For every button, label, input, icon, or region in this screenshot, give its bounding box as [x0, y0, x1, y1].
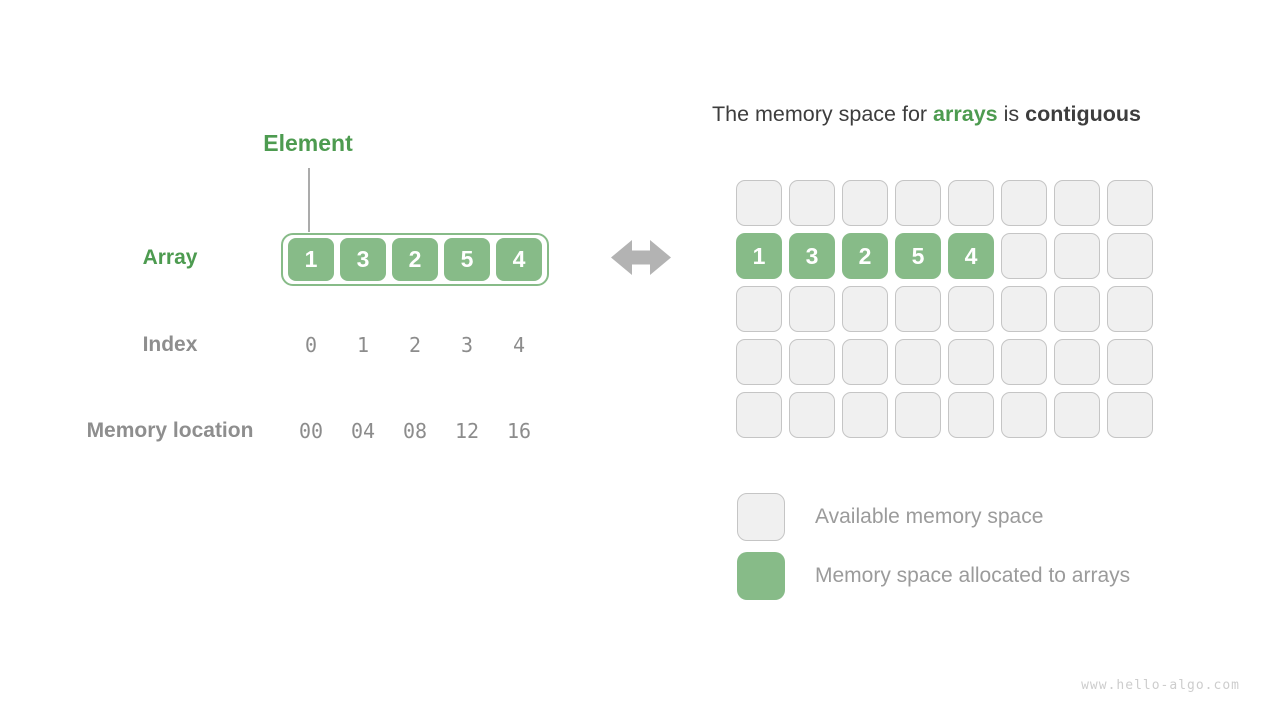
- memory-cell-available: [1054, 286, 1100, 332]
- element-label: Element: [263, 130, 353, 156]
- title-part-arrays: arrays: [933, 102, 998, 126]
- memory-cell-available: [1054, 392, 1100, 438]
- memory-cell-available: [736, 339, 782, 385]
- legend-label: Memory space allocated to arrays: [815, 564, 1131, 587]
- memory-cell-available: [895, 339, 941, 385]
- memory-cell-available: [895, 180, 941, 226]
- array-element-cell: 5: [444, 238, 490, 281]
- memory-cell-available: [1054, 180, 1100, 226]
- memory-cell-available: [948, 392, 994, 438]
- memory-cell-available: [895, 392, 941, 438]
- memory-location-value: 00: [298, 419, 324, 443]
- memory-cell-available: [1054, 233, 1100, 279]
- memory-cell-available: [736, 286, 782, 332]
- legend-label: Available memory space: [815, 505, 1044, 528]
- title-part: The memory space for: [712, 102, 934, 126]
- memory-cell-available: [789, 339, 835, 385]
- memory-cell-available: [1107, 392, 1153, 438]
- index-value: 1: [356, 333, 370, 357]
- memory-location-value: 04: [350, 419, 376, 443]
- index-value: 0: [304, 333, 318, 357]
- element-pointer-line: [308, 168, 310, 232]
- legend: Available memory space Memory space allo…: [737, 493, 1130, 600]
- array-element-cell: 1: [288, 238, 334, 281]
- memory-title: The memory space for arrays is contiguou…: [712, 102, 1141, 127]
- memory-cell-available: [736, 392, 782, 438]
- available-memory-swatch: [737, 493, 785, 541]
- memory-cell-available: [1107, 180, 1153, 226]
- index-value: 3: [460, 333, 474, 357]
- memory-cell-available: [842, 286, 888, 332]
- title-part: is: [997, 102, 1026, 126]
- memory-cell-available: [1107, 339, 1153, 385]
- index-values-row: 0 1 2 3 4: [288, 333, 542, 357]
- memory-cell-available: [948, 286, 994, 332]
- memory-cell-allocated: 3: [789, 233, 835, 279]
- memory-cell-available: [1054, 339, 1100, 385]
- double-headed-arrow-icon: [611, 240, 671, 275]
- memory-cell-available: [842, 392, 888, 438]
- array-element-cell: 4: [496, 238, 542, 281]
- memory-cell-available: [1001, 339, 1047, 385]
- memory-location-values-row: 00 04 08 12 16: [288, 419, 542, 443]
- memory-location-value: 12: [454, 419, 480, 443]
- memory-cell-allocated: 1: [736, 233, 782, 279]
- memory-cell-available: [842, 339, 888, 385]
- title-part-contiguous: contiguous: [1025, 102, 1141, 126]
- index-label: Index: [142, 333, 198, 356]
- memory-cell-allocated: 5: [895, 233, 941, 279]
- memory-cell-available: [1001, 233, 1047, 279]
- index-value: 4: [512, 333, 526, 357]
- memory-cell-allocated: 2: [842, 233, 888, 279]
- legend-item-available: Available memory space: [737, 493, 1130, 541]
- array-element-cell: 3: [340, 238, 386, 281]
- index-value: 2: [408, 333, 422, 357]
- memory-cell-available: [895, 286, 941, 332]
- watermark: www.hello-algo.com: [1081, 678, 1240, 693]
- memory-cell-available: [736, 180, 782, 226]
- memory-cell-available: [948, 180, 994, 226]
- memory-cell-available: [842, 180, 888, 226]
- memory-cell-allocated: 4: [948, 233, 994, 279]
- memory-cell-available: [1107, 286, 1153, 332]
- memory-cell-available: [948, 339, 994, 385]
- memory-location-value: 16: [506, 419, 532, 443]
- memory-cell-available: [1001, 286, 1047, 332]
- memory-cell-available: [1001, 392, 1047, 438]
- memory-cell-available: [789, 392, 835, 438]
- memory-cell-available: [1001, 180, 1047, 226]
- memory-cell-available: [789, 286, 835, 332]
- legend-item-allocated: Memory space allocated to arrays: [737, 552, 1130, 600]
- memory-cell-available: [789, 180, 835, 226]
- memory-location-value: 08: [402, 419, 428, 443]
- memory-location-label: Memory location: [86, 419, 254, 442]
- allocated-memory-swatch: [737, 552, 785, 600]
- array-element-cell: 2: [392, 238, 438, 281]
- memory-cell-available: [1107, 233, 1153, 279]
- array-label: Array: [142, 246, 198, 269]
